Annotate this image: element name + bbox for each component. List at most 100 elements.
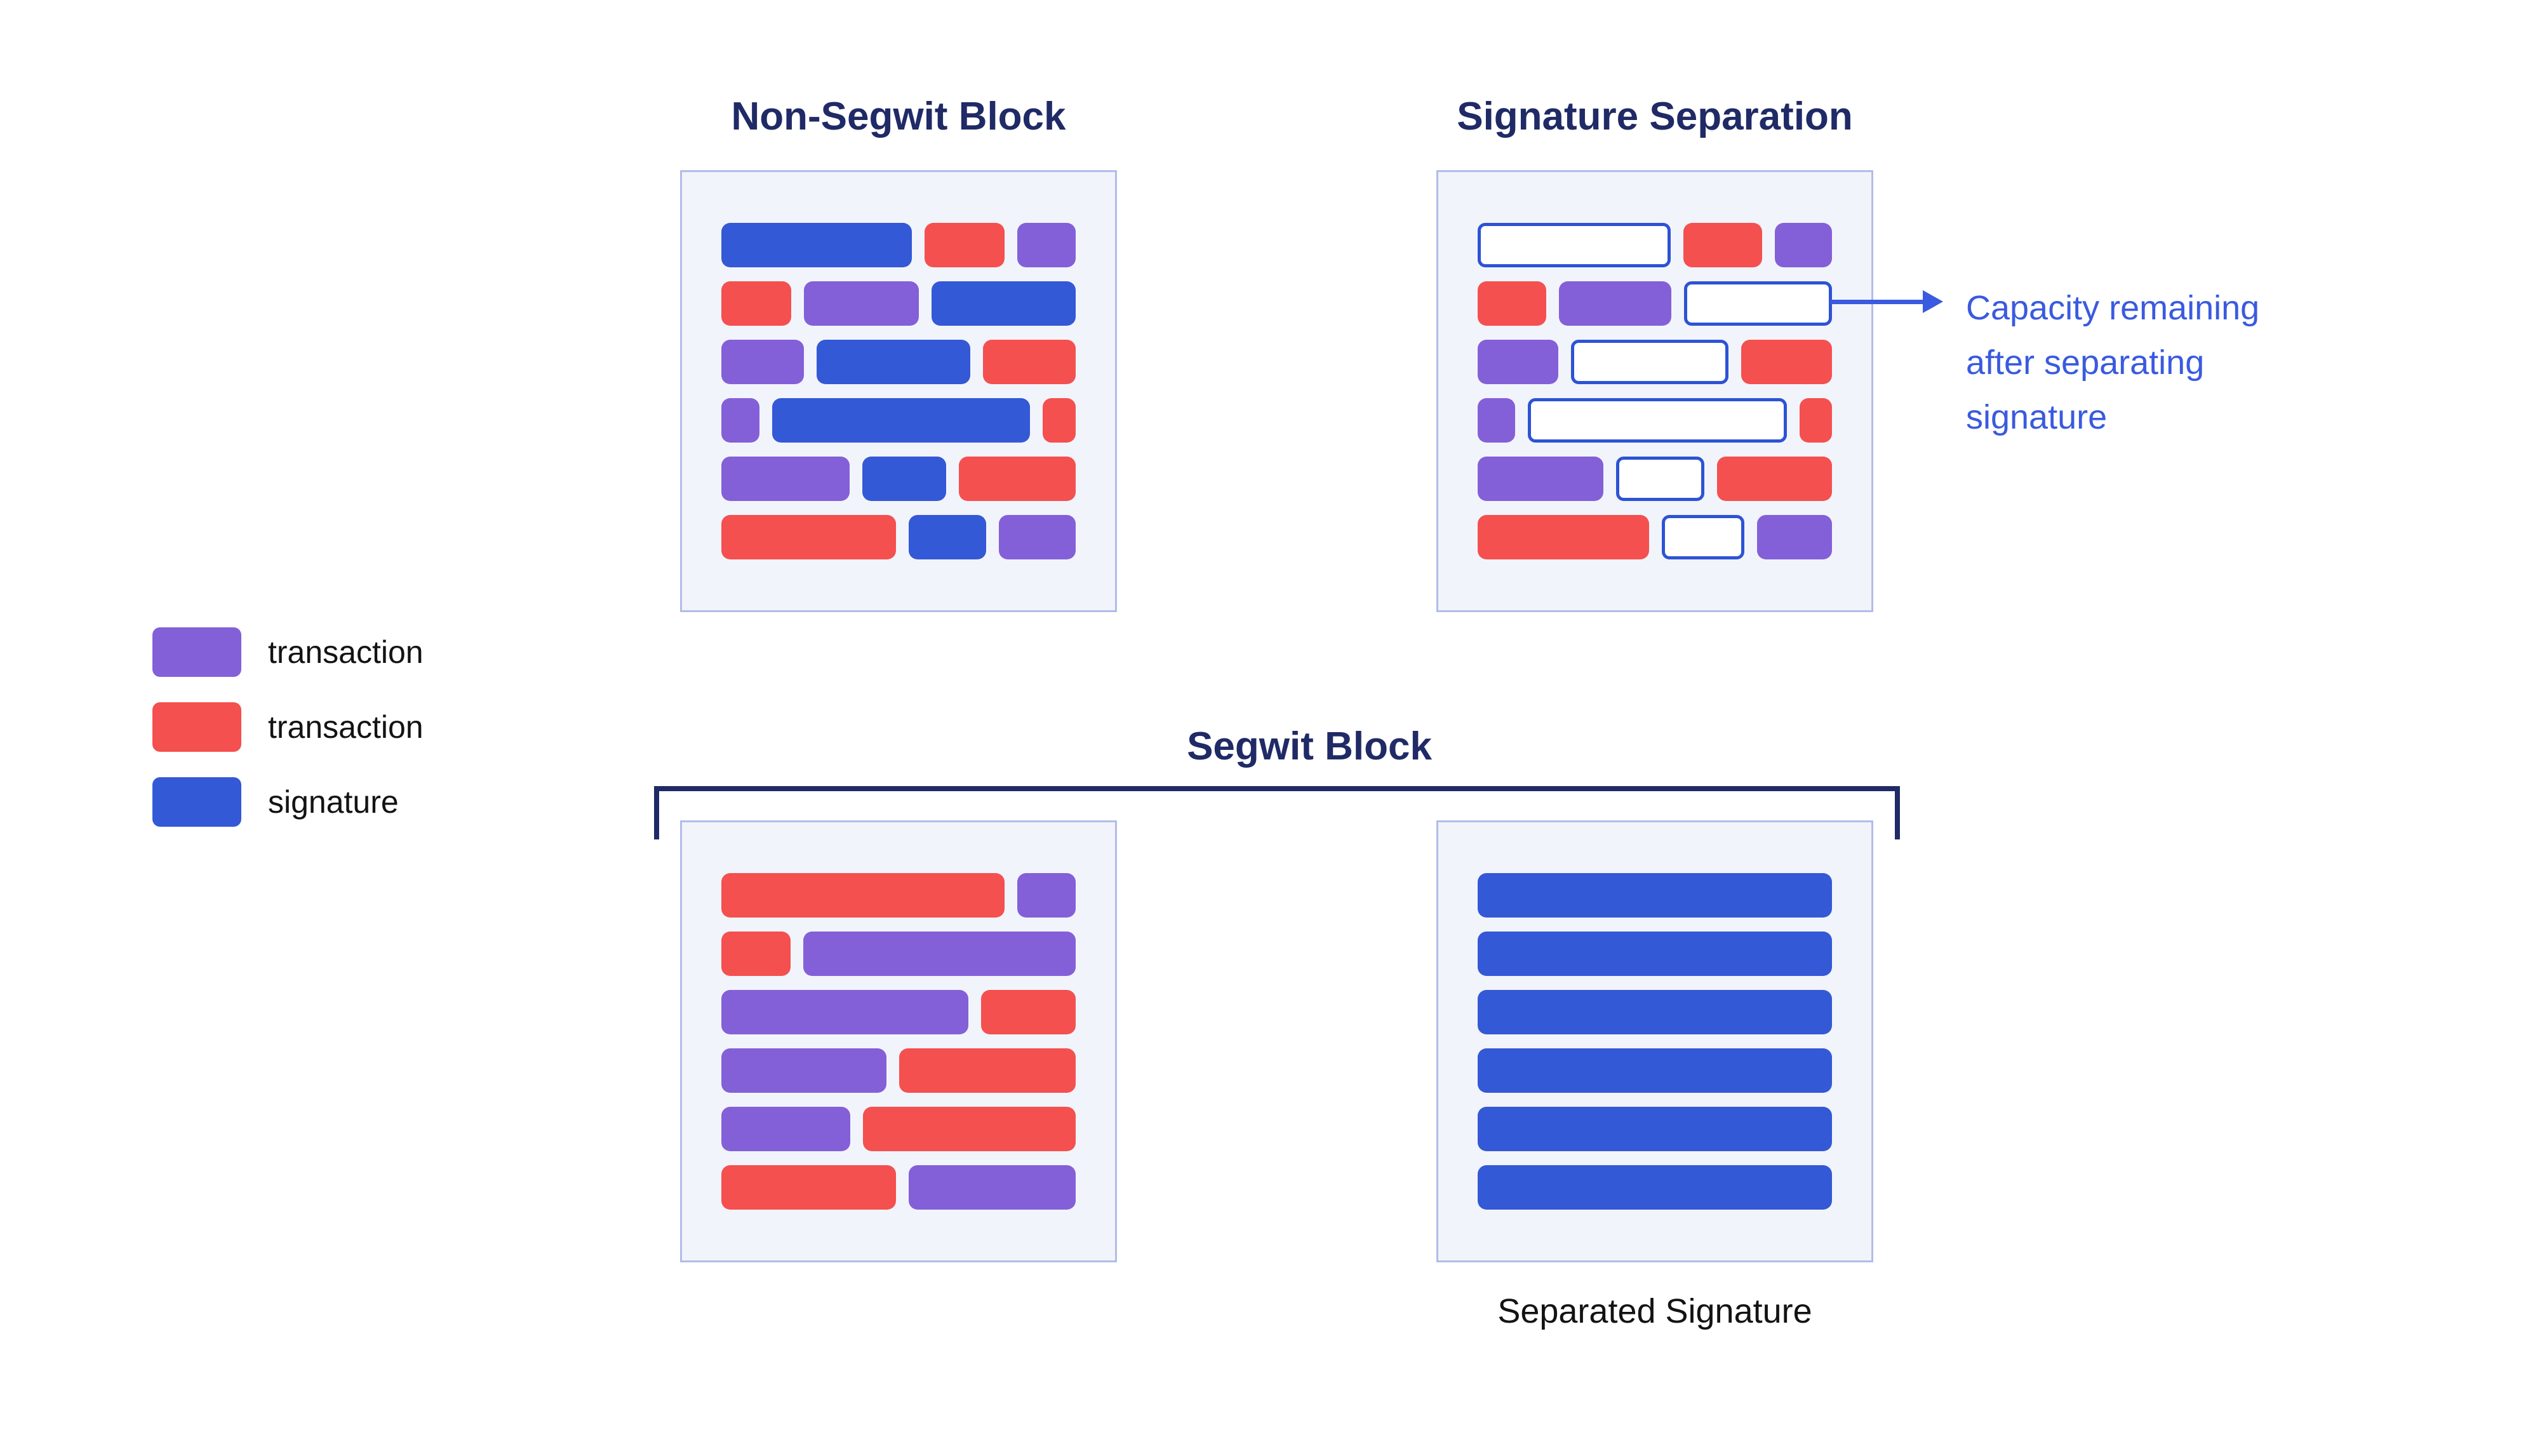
transaction-block-red [721, 1165, 896, 1210]
signature-block [1478, 932, 1832, 976]
block-row [1478, 457, 1832, 501]
block-row [721, 1048, 1076, 1093]
legend-label: transaction [268, 634, 424, 670]
block-row [721, 457, 1076, 501]
capacity-remaining-block [1528, 398, 1787, 443]
signature-separation-title: Signature Separation [1457, 95, 1853, 138]
transaction-block-purple [1478, 398, 1516, 443]
capacity-remaining-block [1478, 223, 1671, 267]
purple-transaction-swatch [152, 627, 241, 677]
capacity-annotation: Capacity remaining after separating sign… [1966, 281, 2259, 444]
transaction-block-red [1683, 223, 1762, 267]
transaction-block-red [1478, 515, 1650, 559]
transaction-block-red [721, 515, 897, 559]
transaction-block-purple [721, 990, 969, 1034]
signature-block [909, 515, 987, 559]
legend-label: signature [268, 784, 399, 820]
transaction-block-purple [1558, 281, 1671, 326]
capacity-arrow-line [1830, 300, 1924, 304]
legend-item-transaction-purple: transaction [152, 627, 424, 677]
transaction-block-red [1741, 340, 1832, 384]
transaction-block-purple [721, 340, 804, 384]
capacity-remaining-block [1662, 515, 1744, 559]
legend-item-transaction-red: transaction [152, 702, 424, 752]
block-row [1478, 515, 1832, 559]
block-row [721, 223, 1076, 267]
block-row [721, 1165, 1076, 1210]
block-row [721, 873, 1076, 918]
transaction-block-purple [721, 1107, 850, 1151]
block-row [721, 1107, 1076, 1151]
legend-item-signature: signature [152, 777, 424, 827]
block-row [1478, 1107, 1832, 1151]
transaction-block-red [899, 1048, 1076, 1093]
transaction-block-purple [721, 457, 850, 501]
transaction-block-red [721, 932, 791, 976]
transaction-block-purple [721, 398, 760, 443]
transaction-block-red [982, 340, 1076, 384]
signature-block [862, 457, 946, 501]
transaction-block-purple [1756, 515, 1832, 559]
segwit-block-title: Segwit Block [1187, 725, 1432, 768]
transaction-block-purple [803, 932, 1076, 976]
block-row [721, 398, 1076, 443]
capacity-remaining-block [1571, 340, 1728, 384]
signature-block [721, 223, 912, 267]
block-row [721, 932, 1076, 976]
capacity-remaining-block [1683, 281, 1833, 326]
transaction-block-red [721, 873, 1005, 918]
transaction-block-red [958, 457, 1076, 501]
segwit-transactions-box [680, 820, 1117, 1262]
segwit-bracket-left-end [654, 786, 659, 839]
block-row [1478, 281, 1833, 326]
separated-signature-label: Separated Signature [1497, 1292, 1812, 1330]
signature-block [1478, 873, 1832, 918]
block-row [721, 340, 1076, 384]
transaction-block-red [1478, 281, 1546, 326]
signature-block [816, 340, 970, 384]
capacity-arrow [1830, 290, 1943, 313]
signature-block [1478, 1107, 1832, 1151]
transaction-block-purple [1478, 340, 1559, 384]
block-row [1478, 990, 1832, 1034]
block-row [1478, 398, 1832, 443]
signature-block [772, 398, 1030, 443]
segwit-bracket-right-end [1895, 786, 1900, 839]
transaction-block-red [1799, 398, 1832, 443]
capacity-annotation-line: after separating [1966, 344, 2205, 382]
capacity-annotation-line: signature [1966, 398, 2108, 436]
signature-block [1478, 1048, 1832, 1093]
non-segwit-block-box [680, 170, 1117, 612]
transaction-block-red [1717, 457, 1832, 501]
block-row [721, 990, 1076, 1034]
signature-swatch [152, 777, 241, 827]
signature-block [931, 281, 1076, 326]
signature-separation-box [1436, 170, 1873, 612]
transaction-block-red [925, 223, 1005, 267]
block-row [1478, 223, 1832, 267]
transaction-block-red [981, 990, 1076, 1034]
legend: transaction transaction signature [152, 627, 424, 827]
block-row [1478, 1048, 1832, 1093]
block-row [721, 515, 1076, 559]
non-segwit-block-title: Non-Segwit Block [731, 95, 1066, 138]
legend-label: transaction [268, 709, 424, 745]
signature-block [1478, 1165, 1832, 1210]
transaction-block-purple [1017, 873, 1076, 918]
red-transaction-swatch [152, 702, 241, 752]
capacity-annotation-line: Capacity remaining [1966, 289, 2260, 327]
block-row [1478, 873, 1832, 918]
signature-block [1478, 990, 1832, 1034]
transaction-block-purple [803, 281, 919, 326]
transaction-block-red [721, 281, 791, 326]
transaction-block-purple [1774, 223, 1832, 267]
block-row [1478, 340, 1832, 384]
transaction-block-purple [721, 1048, 886, 1093]
block-row [1478, 932, 1832, 976]
segwit-signatures-box [1436, 820, 1873, 1262]
transaction-block-red [862, 1107, 1076, 1151]
block-row [721, 281, 1076, 326]
block-row [1478, 1165, 1832, 1210]
transaction-block-red [1042, 398, 1076, 443]
